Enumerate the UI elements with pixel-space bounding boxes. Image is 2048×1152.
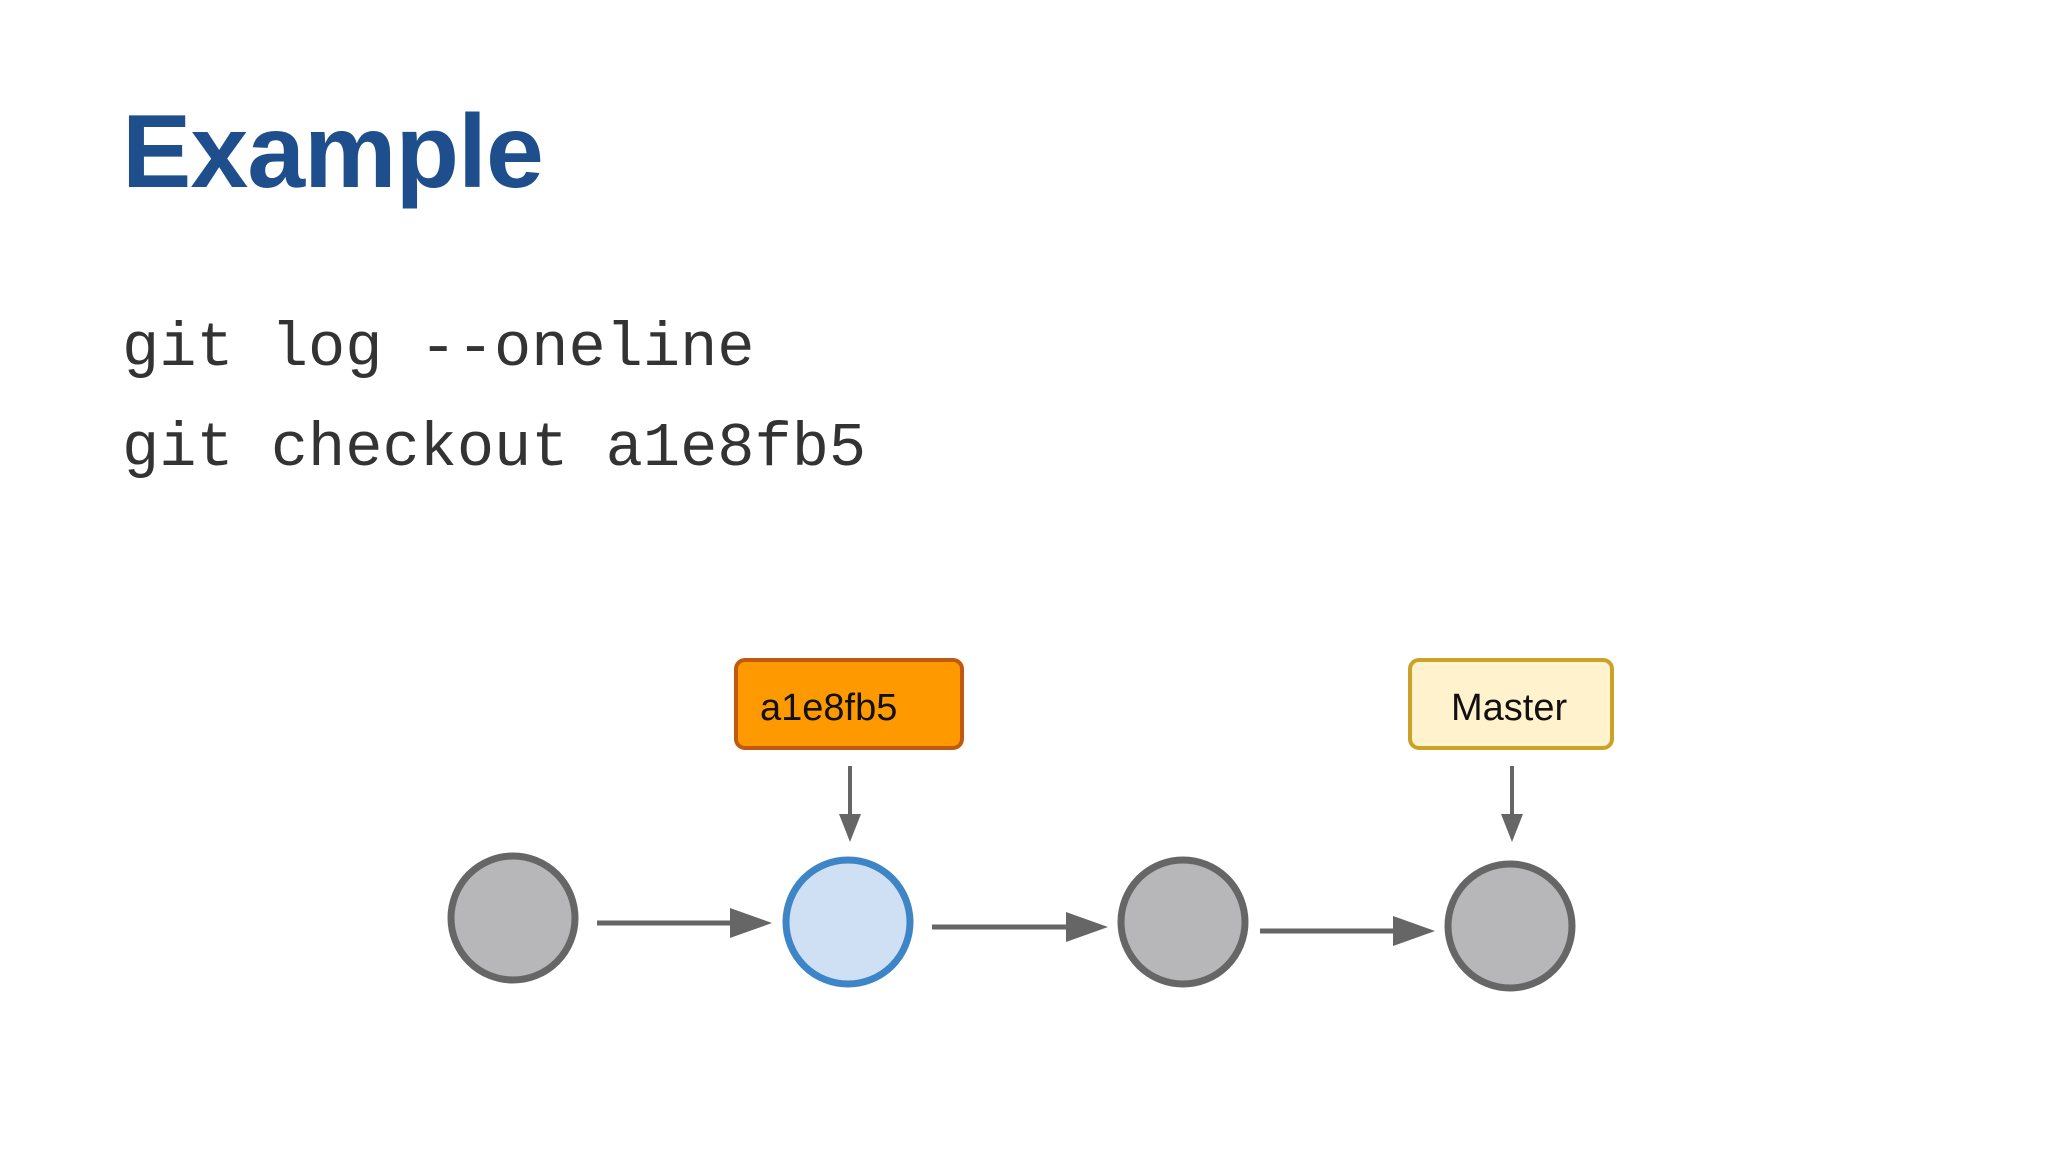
commit-node-1 (447, 852, 579, 984)
code-line-git-log: git log --oneline (122, 313, 755, 384)
code-line-git-checkout: git checkout a1e8fb5 (122, 413, 867, 484)
checkout-label-box (734, 658, 964, 750)
branch-label-text: Master (1451, 687, 1567, 729)
branch-pointer-arrow (1501, 766, 1523, 842)
checkout-label-text: a1e8fb5 (760, 687, 897, 729)
commit-node-2-checked-out (782, 856, 914, 988)
checkout-pointer-arrow (839, 766, 861, 842)
branch-label-box (1408, 658, 1614, 750)
slide-title: Example (122, 94, 544, 210)
commit-node-4-master (1444, 860, 1576, 992)
commit-node-3 (1117, 856, 1249, 988)
branch-label-tag: Master (1408, 658, 1614, 750)
checkout-label-tag: a1e8fb5 (734, 658, 964, 750)
commit-arrow-3-4 (1260, 916, 1435, 946)
commit-arrow-1-2 (597, 908, 772, 938)
commit-arrow-2-3 (932, 912, 1108, 942)
